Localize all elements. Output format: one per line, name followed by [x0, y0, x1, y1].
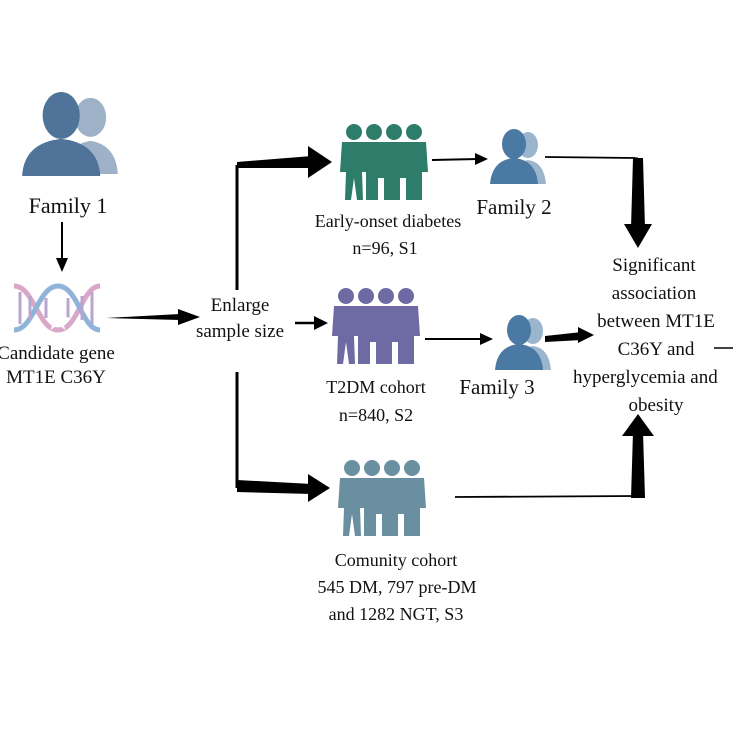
community-line2: 545 DM, 797 pre-DM — [317, 577, 477, 597]
arrow-family2-to-result — [544, 156, 639, 159]
family3-label: Family 3 — [459, 375, 535, 399]
family-icon — [22, 91, 118, 176]
arrow-family3-to-result — [545, 332, 582, 342]
dna-icon — [13, 283, 101, 333]
family-icon — [490, 129, 546, 184]
arrow-gene-to-enlarge — [106, 314, 180, 320]
family1-label: Family 1 — [28, 193, 108, 218]
candidate-gene-line2: MT1E C36Y — [6, 367, 106, 388]
enlarge-line1: Enlarge — [210, 295, 270, 316]
result-line2: association — [611, 283, 697, 304]
early-onset-line2: n=96, S1 — [352, 238, 418, 258]
t2dm-line1: T2DM cohort — [326, 377, 426, 397]
community-line3: and 1282 NGT, S3 — [328, 604, 464, 624]
early-onset-line1: Early-onset diabetes — [314, 211, 462, 231]
result-line6: obesity — [628, 395, 684, 416]
candidate-gene-line1: Candidate gene — [0, 343, 115, 364]
t2dm-line2: n=840, S2 — [338, 405, 414, 425]
result-line3: between MT1E — [597, 311, 715, 332]
arrow-to-family2 — [431, 158, 479, 161]
result-line1: Significant — [612, 255, 696, 276]
enlarge-line2: sample size — [195, 321, 285, 342]
result-line4: C36Y and — [617, 339, 695, 360]
result-line5: hyperglycemia and — [573, 367, 718, 388]
family-icon — [495, 315, 551, 370]
people-group-icon — [340, 124, 428, 200]
community-line1: Comunity cohort — [334, 550, 458, 570]
arrow-to-community — [237, 480, 312, 494]
arrow-to-early-onset — [237, 156, 312, 168]
people-group-icon — [338, 460, 426, 536]
people-group-icon — [332, 288, 420, 364]
arrow-community-to-result — [454, 495, 641, 498]
family2-label: Family 2 — [476, 195, 552, 219]
